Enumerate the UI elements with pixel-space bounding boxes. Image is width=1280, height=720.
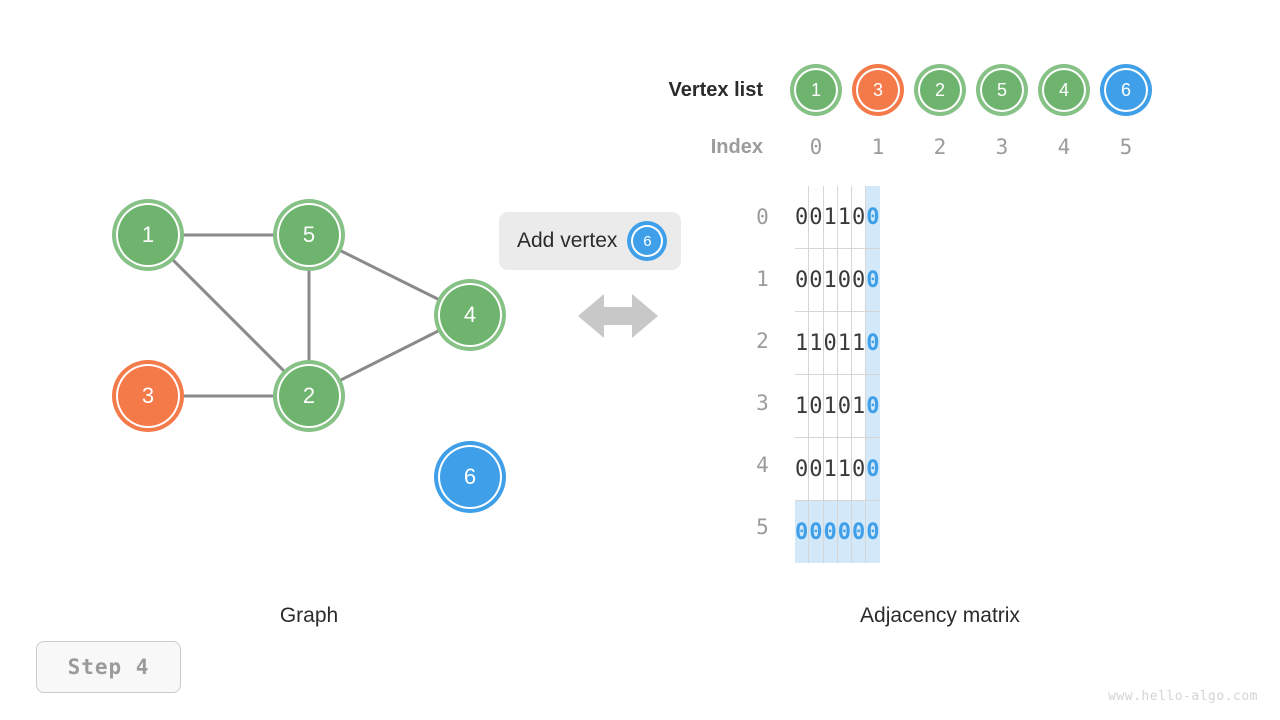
matrix-cell-3-0[interactable]: 1 (795, 374, 810, 438)
column-index-3: 3 (995, 135, 1009, 159)
double-headed-arrow-icon (578, 294, 658, 338)
step-badge: Step 4 (36, 641, 181, 693)
column-index-1: 1 (871, 135, 885, 159)
vertex-list-cell: 5 (971, 68, 1033, 112)
vertex-list-node-6[interactable]: 6 (1104, 68, 1148, 112)
matrix-cell-4-5[interactable]: 0 (865, 437, 880, 501)
matrix-cell-3-2[interactable]: 1 (822, 374, 838, 438)
matrix-cell-1-2[interactable]: 1 (822, 248, 838, 312)
matrix-cell-4-1[interactable]: 0 (808, 437, 824, 501)
vertex-list-cell: 4 (1033, 68, 1095, 112)
matrix-cell-2-0[interactable]: 1 (795, 311, 810, 375)
vertex-list-label: Vertex list (668, 78, 763, 101)
vertex-list-cell: 1 (785, 68, 847, 112)
vertex-list-cell: 3 (847, 68, 909, 112)
matrix-cell-2-2[interactable]: 0 (822, 311, 838, 375)
graph-node-4[interactable]: 4 (438, 283, 502, 347)
vertex-list-node-3[interactable]: 3 (856, 68, 900, 112)
column-index-0: 0 (809, 135, 823, 159)
matrix-cell-2-3[interactable]: 1 (836, 311, 853, 375)
matrix-cell-3-5[interactable]: 0 (865, 374, 880, 438)
matrix-cell-1-5[interactable]: 0 (865, 248, 880, 312)
matrix-cell-5-4[interactable]: 0 (850, 500, 867, 563)
add-vertex-label: Add vertex (517, 229, 618, 252)
graph-node-2[interactable]: 2 (277, 364, 341, 428)
matrix-cell-0-0[interactable]: 0 (795, 186, 810, 249)
graph-panel: 1 5 4 3 2 6 (0, 0, 560, 600)
matrix-cell-0-3[interactable]: 1 (836, 186, 853, 249)
add-vertex-callout[interactable]: Add vertex 6 (499, 212, 682, 270)
matrix-cell-4-4[interactable]: 0 (850, 437, 867, 501)
matrix-cell-0-5[interactable]: 0 (865, 186, 880, 249)
matrix-cell-4-2[interactable]: 1 (822, 437, 838, 501)
column-index-4: 4 (1057, 135, 1071, 159)
matrix-cell-1-0[interactable]: 0 (795, 248, 810, 312)
adjacency-matrix-caption: Adjacency matrix (860, 604, 1020, 627)
matrix-cell-3-1[interactable]: 0 (808, 374, 824, 438)
matrix-cell-5-5[interactable]: 0 (865, 500, 880, 563)
matrix-cell-2-5[interactable]: 0 (865, 311, 880, 375)
matrix-cell-3-4[interactable]: 1 (850, 374, 867, 438)
vertex-list-node-1[interactable]: 1 (794, 68, 838, 112)
row-index-1: 1 (756, 267, 769, 291)
graph-node-3[interactable]: 3 (116, 364, 180, 428)
row-index-5: 5 (756, 515, 769, 539)
matrix-cell-0-4[interactable]: 0 (850, 186, 867, 249)
graph-node-1[interactable]: 1 (116, 203, 180, 267)
matrix-cell-5-1[interactable]: 0 (808, 500, 824, 563)
watermark: www.hello-algo.com (1108, 689, 1258, 704)
row-index-0: 0 (756, 205, 769, 229)
matrix-cell-1-1[interactable]: 0 (808, 248, 824, 312)
matrix-row-labels: 0 1 2 3 4 5 (730, 186, 795, 558)
matrix-cell-5-3[interactable]: 0 (836, 500, 853, 563)
index-row: Index 0 1 2 3 4 5 (650, 135, 1157, 159)
graph-edge (146, 233, 311, 398)
row-index-3: 3 (756, 391, 769, 415)
matrix-cell-0-2[interactable]: 1 (822, 186, 838, 249)
matrix-cell-5-0[interactable]: 0 (795, 500, 810, 563)
row-index-4: 4 (756, 453, 769, 477)
graph-caption: Graph (279, 604, 339, 627)
matrix-cell-2-4[interactable]: 1 (850, 311, 867, 375)
vertex-list-cell: 2 (909, 68, 971, 112)
index-label: Index (710, 135, 763, 158)
row-index-2: 2 (756, 329, 769, 353)
matrix-cell-1-4[interactable]: 0 (850, 248, 867, 312)
graph-node-5[interactable]: 5 (277, 203, 341, 267)
vertex-list-cell: 6 (1095, 68, 1157, 112)
column-index-5: 5 (1119, 135, 1133, 159)
matrix-cell-1-3[interactable]: 0 (836, 248, 853, 312)
matrix-cell-4-0[interactable]: 0 (795, 437, 810, 501)
column-index-2: 2 (933, 135, 947, 159)
vertex-list-node-5[interactable]: 5 (980, 68, 1024, 112)
matrix-cell-3-3[interactable]: 0 (836, 374, 853, 438)
matrix-cell-2-1[interactable]: 1 (808, 311, 824, 375)
vertex-list-node-4[interactable]: 4 (1042, 68, 1086, 112)
add-vertex-badge: 6 (631, 225, 664, 257)
vertex-list-node-2[interactable]: 2 (918, 68, 962, 112)
matrix-cell-5-2[interactable]: 0 (822, 500, 838, 563)
graph-node-6[interactable]: 6 (438, 445, 502, 509)
matrix-cell-4-3[interactable]: 1 (836, 437, 853, 501)
matrix-cell-0-1[interactable]: 0 (808, 186, 824, 249)
